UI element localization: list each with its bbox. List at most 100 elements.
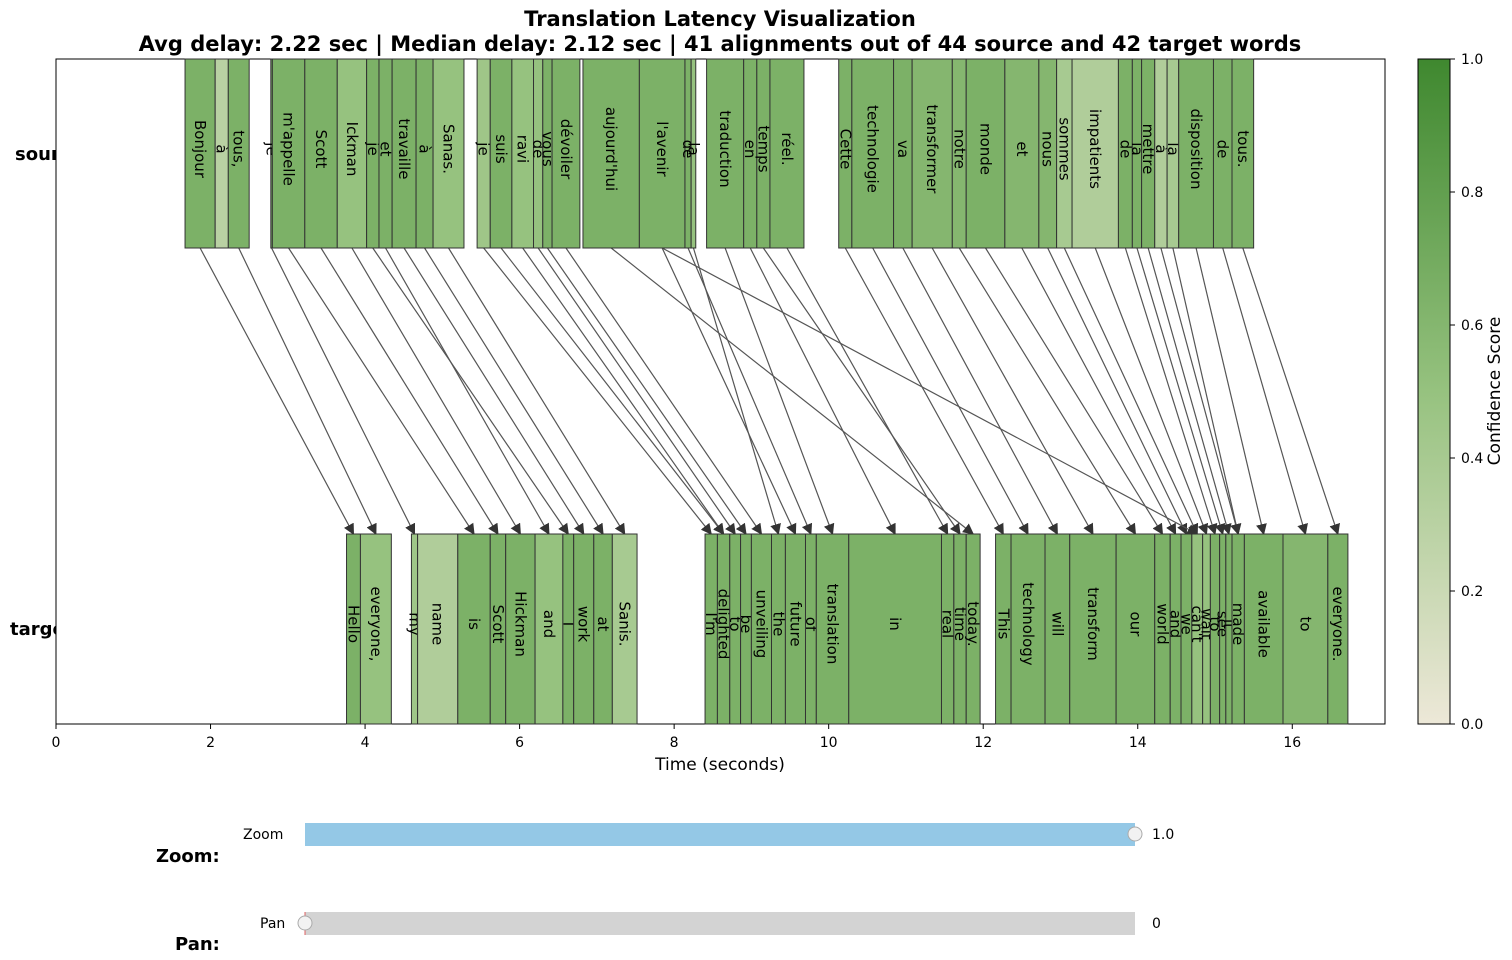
alignment-arrow <box>661 247 1199 535</box>
source-word-text: disposition <box>1187 109 1205 190</box>
target-word-text: today. <box>964 601 982 646</box>
alignment-arrow <box>661 247 797 535</box>
target-word-text: be <box>737 615 755 634</box>
source-word-text: Ickman <box>343 122 361 177</box>
target-word-text: time <box>951 607 969 641</box>
target-word-text: delighted <box>715 589 733 660</box>
source-word-text: nous <box>1039 131 1057 167</box>
x-tick-label: 12 <box>974 735 992 751</box>
target-word-text: it <box>1220 619 1238 629</box>
pan-slider-track[interactable] <box>305 912 1135 935</box>
target-word-text: Scott <box>489 605 507 644</box>
target-word-text: work <box>575 606 593 643</box>
source-word-text: Bonjour <box>191 120 209 179</box>
target-word-text: unveiling <box>752 590 770 659</box>
source-word-text: traduction <box>716 110 734 187</box>
target-word-box <box>1282 533 1329 725</box>
target-word-text: at <box>594 616 612 631</box>
target-word-text: Sanis. <box>616 602 634 647</box>
source-word-text: je <box>475 141 493 155</box>
source-word-box <box>769 58 805 249</box>
x-tick-label: 16 <box>1283 735 1301 751</box>
x-tick-label: 14 <box>1129 735 1147 751</box>
source-word-box <box>1071 58 1119 249</box>
zoom-slider[interactable]: Zoom: Zoom 1.0 <box>156 823 1174 867</box>
source-word-text: à <box>416 144 434 153</box>
source-word-box <box>690 58 697 249</box>
target-word-box <box>611 533 638 725</box>
alignment-arrow <box>1172 247 1242 536</box>
source-word-box <box>271 58 306 249</box>
source-word-box <box>706 58 745 249</box>
x-tick-label: 4 <box>361 735 370 751</box>
source-word-text: dévoiler <box>557 119 575 180</box>
zoom-slider-track[interactable] <box>305 823 1135 846</box>
source-word-text: à <box>1152 144 1170 153</box>
source-word-text: Sanas. <box>440 124 458 174</box>
alignment-arrow <box>1242 247 1340 536</box>
colorbar-tick-label: 1.0 <box>1461 52 1483 68</box>
target-word-box <box>815 533 850 725</box>
pan-side-label: Pan: <box>175 934 220 955</box>
target-word-text: real <box>939 610 957 638</box>
target-word-text: made <box>1229 603 1247 646</box>
source-word-box <box>184 58 216 249</box>
alignment-arrow <box>1124 247 1218 536</box>
target-word-text: Hello <box>344 605 362 643</box>
source-word-box <box>304 58 338 249</box>
source-word-text: en <box>741 140 759 159</box>
source-word-text: m'appelle <box>280 112 298 186</box>
x-tick-label: 2 <box>206 735 215 751</box>
alignment-arrow <box>1147 247 1232 536</box>
alignment-arrow <box>351 247 521 535</box>
target-word-box <box>1327 533 1349 725</box>
chart-title: Translation Latency Visualization <box>524 7 916 31</box>
source-word-box <box>638 58 686 249</box>
alignment-arrow <box>902 247 1058 535</box>
x-tick-label: 10 <box>820 735 838 751</box>
zoom-slider-name: Zoom <box>243 827 283 843</box>
pan-slider[interactable]: Pan: Pan 0 <box>175 912 1161 955</box>
target-word-box <box>457 533 491 725</box>
alignment-arrow <box>320 247 499 535</box>
target-word-text: can't <box>1188 606 1206 643</box>
zoom-slider-handle[interactable] <box>1127 826 1143 842</box>
source-word-box <box>551 58 581 249</box>
source-word-text: la <box>684 142 702 155</box>
target-word-text: everyone. <box>1329 586 1347 661</box>
target-word-text: everyone, <box>367 586 385 661</box>
colorbar <box>1417 58 1451 725</box>
alignment-arrow <box>288 247 475 535</box>
target-word-text: of <box>802 617 820 632</box>
alignment-arrow <box>844 247 1004 535</box>
source-word-text: aujourd'hui <box>602 107 620 191</box>
source-word-box <box>965 58 1006 249</box>
alignment-arrow <box>1136 247 1226 536</box>
source-word-text: et <box>377 141 395 156</box>
source-word-text: technologie <box>864 105 882 193</box>
target-word-text: to <box>1296 616 1314 631</box>
alignment-arrow <box>985 247 1164 535</box>
source-word-box <box>911 58 953 249</box>
source-word-text: notre <box>950 129 968 169</box>
alignment-arrow <box>546 247 747 535</box>
source-word-text: à <box>213 144 231 153</box>
alignment-arrow <box>372 247 569 535</box>
target-word-text: I <box>559 622 577 626</box>
target-word-text: in <box>886 617 904 631</box>
source-word-text: ravi <box>514 135 532 163</box>
target-word-text: technology <box>1019 582 1037 665</box>
target-word-text: name <box>429 603 447 646</box>
source-word-text: transformer <box>923 105 941 195</box>
zoom-side-label: Zoom: <box>156 846 220 867</box>
source-word-text: impatients <box>1086 109 1104 189</box>
pan-slider-handle[interactable] <box>297 915 313 931</box>
source-word-box <box>432 58 465 249</box>
colorbar-tick-label: 0.8 <box>1461 185 1483 201</box>
source-word-text: va <box>894 140 912 158</box>
alignment-arrow <box>1222 247 1308 536</box>
target-word-text: will <box>1048 612 1066 637</box>
